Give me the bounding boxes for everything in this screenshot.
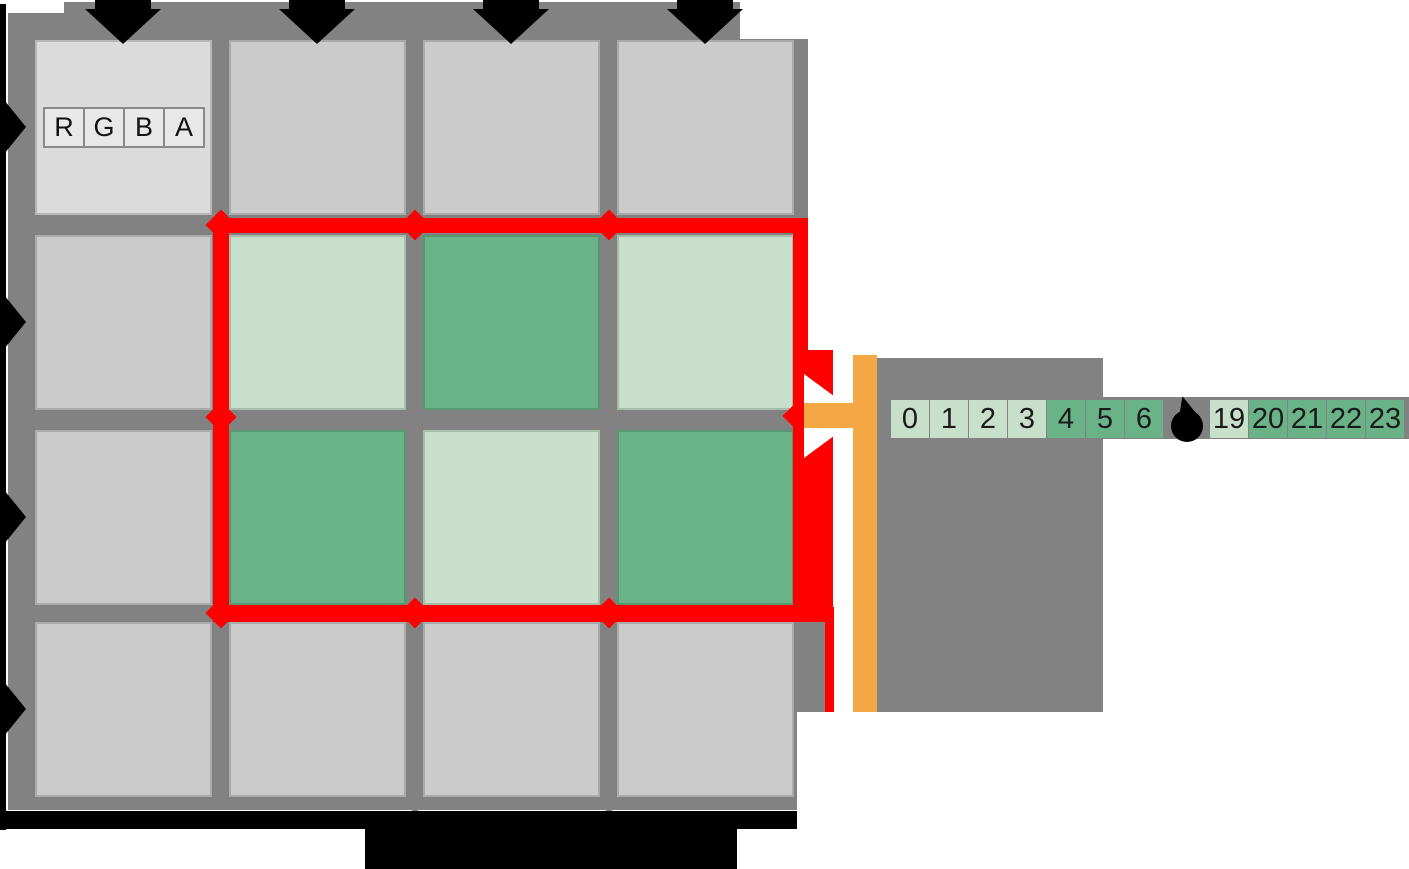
pixel-cell bbox=[617, 622, 794, 797]
rgba-component-box: A bbox=[163, 109, 203, 146]
clipped-label-bar bbox=[0, 811, 797, 829]
byte-cell: 19 bbox=[1210, 400, 1248, 438]
pixel-cell bbox=[229, 40, 406, 215]
byte-cell: 1 bbox=[930, 400, 968, 438]
region-outline-tail bbox=[825, 607, 834, 712]
rgba-component-box: G bbox=[83, 109, 123, 146]
row-arrow-icon bbox=[0, 485, 26, 549]
pixel-cell bbox=[229, 622, 406, 797]
byte-cell: 2 bbox=[969, 400, 1007, 438]
pixel-cell bbox=[35, 235, 212, 410]
region-pixel-cell bbox=[423, 235, 600, 410]
pixel-cell bbox=[423, 40, 600, 215]
region-pixel-cell bbox=[229, 430, 406, 605]
row-arrow-icon bbox=[0, 677, 26, 741]
ellipsis-blob-icon bbox=[1171, 410, 1203, 442]
column-arrow-icon bbox=[473, 9, 549, 44]
pixel-cell bbox=[617, 40, 794, 215]
byte-cell: 3 bbox=[1008, 400, 1046, 438]
row-arrow-icon bbox=[0, 290, 26, 354]
region-pixel-cell bbox=[229, 235, 406, 410]
region-pixel-cell bbox=[617, 235, 794, 410]
byte-cell: 4 bbox=[1047, 400, 1085, 438]
region-outline-right bbox=[793, 218, 808, 358]
byte-gap bbox=[1164, 394, 1210, 442]
byte-cell: 22 bbox=[1327, 400, 1365, 438]
column-arrow-shaft-icon bbox=[289, 0, 345, 11]
clipped-label-block bbox=[365, 829, 737, 869]
region-pixel-cell bbox=[423, 430, 600, 605]
region-pixel-cell bbox=[617, 430, 794, 605]
orange-flow-arrow-shaft bbox=[804, 403, 868, 428]
rgba-component-box: B bbox=[123, 109, 163, 146]
region-outline-bottom bbox=[213, 605, 832, 622]
byte-cell: 0 bbox=[891, 400, 929, 438]
byte-cell: 23 bbox=[1366, 400, 1404, 438]
row-label-rule bbox=[0, 4, 6, 830]
rgba-component-box: R bbox=[54, 112, 74, 142]
column-arrow-icon bbox=[667, 9, 743, 44]
pixel-cell bbox=[423, 622, 600, 797]
byte-cell: 20 bbox=[1249, 400, 1287, 438]
pixel-cell bbox=[35, 430, 212, 605]
column-arrow-shaft-icon bbox=[95, 0, 151, 11]
byte-cell: 21 bbox=[1288, 400, 1326, 438]
byte-cell: 5 bbox=[1086, 400, 1124, 438]
column-arrow-icon bbox=[85, 9, 161, 44]
pixel-cell bbox=[35, 622, 212, 797]
gutter-notch-icon bbox=[406, 804, 424, 814]
column-arrow-icon bbox=[279, 9, 355, 44]
gutter-notch-icon bbox=[600, 804, 618, 814]
region-outline-top bbox=[213, 218, 808, 233]
row-arrow-icon bbox=[0, 95, 26, 159]
byte-cell: 6 bbox=[1125, 400, 1163, 438]
column-arrow-shaft-icon bbox=[677, 0, 733, 11]
panel-top-left-notch bbox=[6, 0, 64, 13]
column-arrow-shaft-icon bbox=[483, 0, 539, 11]
